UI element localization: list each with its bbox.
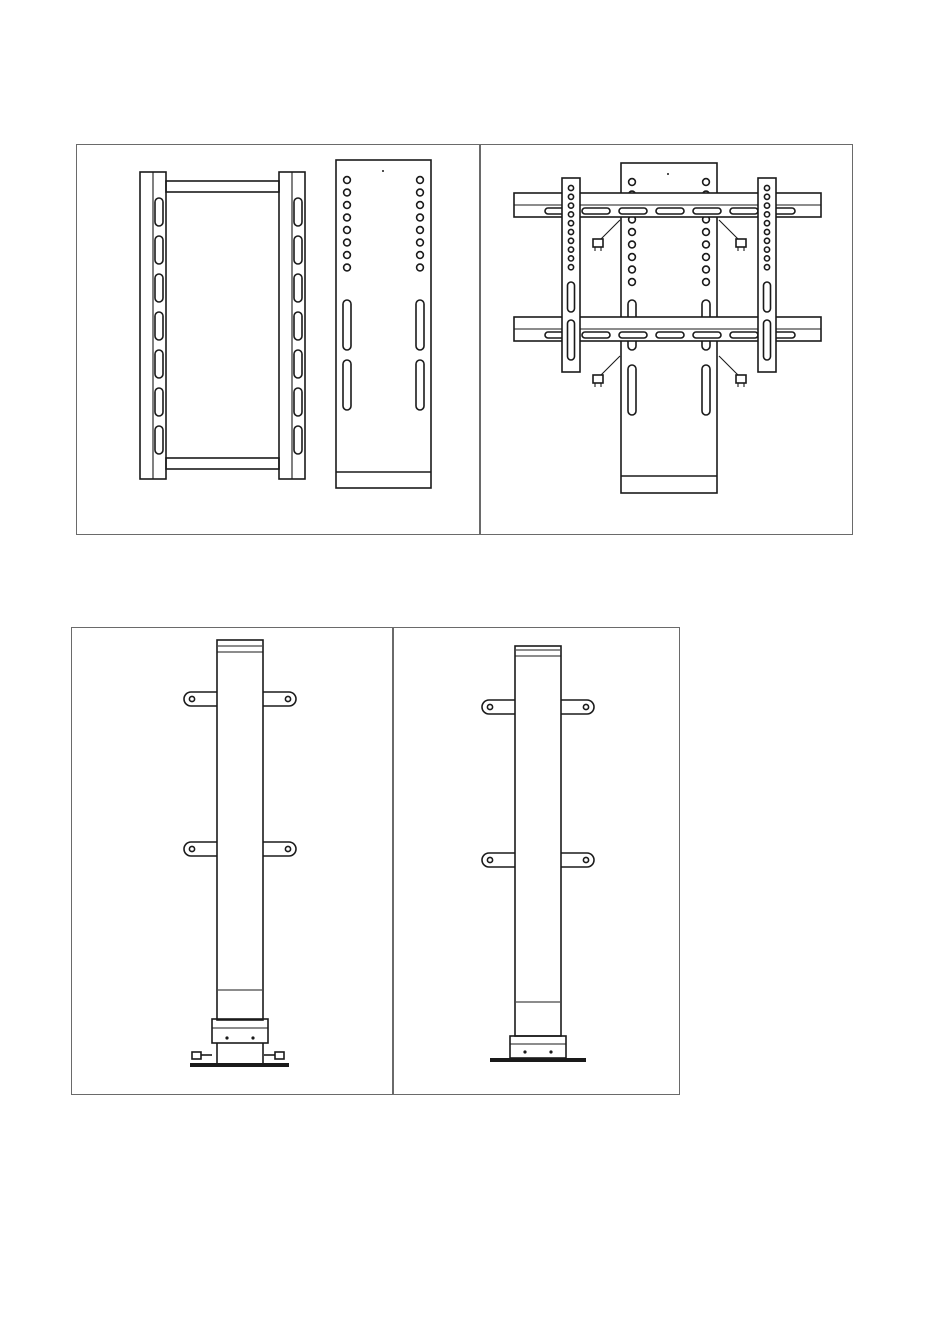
adjust-slot [702,365,710,415]
adjust-slot [343,300,351,350]
rail-slot [294,198,302,226]
mounting-hole [344,214,351,221]
left-side-rail [562,178,580,372]
mounting-hole [417,214,424,221]
rail-slot [155,388,163,416]
panel-mount-frame-exploded [140,160,431,488]
mounting-hole [344,189,351,196]
mounting-hole [629,266,636,273]
mounting-hole [703,229,710,236]
mounting-hole [344,177,351,184]
rail-slot [155,236,163,264]
rail-slot [294,236,302,264]
screw-icon [593,356,620,387]
rail-slot [294,350,302,378]
rail-slot [155,350,163,378]
left-vertical-rail [140,172,166,479]
screw-icon [719,356,746,387]
rail-slot [294,274,302,302]
mounting-hole [703,241,710,248]
mounting-hole [417,252,424,259]
mounting-hole [629,179,636,186]
rail-slot [294,426,302,454]
mounting-hole [417,239,424,246]
figure-2-frame [71,627,680,1095]
rail-slot [294,388,302,416]
mounting-hole [703,179,710,186]
figure-2-divider [392,627,394,1095]
mounting-hole [629,279,636,286]
adjust-slot [628,365,636,415]
mounting-hole [344,239,351,246]
mounting-hole [417,227,424,234]
right-side-rail [758,178,776,372]
mounting-hole [629,254,636,261]
panel-mount-frame-assembled [514,163,821,493]
top-cross-bar [166,181,279,192]
mounting-hole [417,202,424,209]
adjust-slot [416,300,424,350]
mounting-hole [417,189,424,196]
mounting-hole [703,266,710,273]
rail-slot [155,198,163,226]
rail-slot [155,426,163,454]
mounting-hole [417,177,424,184]
mounting-hole [417,264,424,271]
bottom-cross-bar [166,458,279,469]
mounting-hole [344,264,351,271]
rail-slot [294,312,302,340]
rail-slot [155,312,163,340]
rail-slot [155,274,163,302]
mounting-hole [629,229,636,236]
mounting-hole [703,254,710,261]
right-vertical-rail [279,172,305,479]
mounting-hole [344,202,351,209]
mounting-hole [344,227,351,234]
screw-icon-set [593,220,746,387]
mounting-hole [703,279,710,286]
adjust-slot [416,360,424,410]
mounting-hole [629,241,636,248]
screw-icon [593,220,620,251]
mounting-hole [344,252,351,259]
adjust-slot [343,360,351,410]
vesa-adapter-plate [336,160,431,488]
screw-icon [719,220,746,251]
